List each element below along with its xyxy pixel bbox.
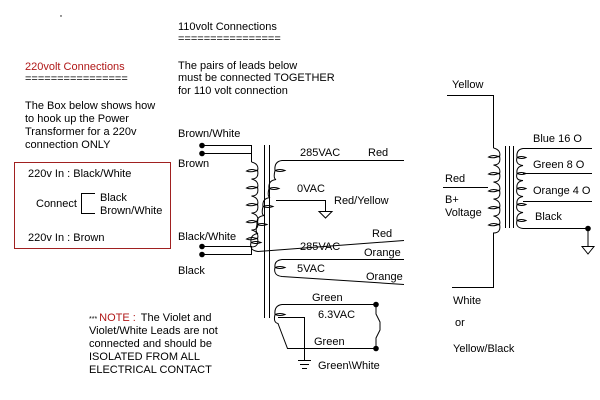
output-primary-coil	[452, 147, 501, 288]
tap-blue-16: Blue 16 O	[533, 133, 582, 145]
output-secondary-coil	[516, 148, 592, 246]
b-plus-label-2: Voltage	[445, 207, 482, 219]
note-line-2: Violet/White Leads are not	[89, 325, 218, 337]
rect-bottom-color: Orange	[366, 271, 403, 283]
bottom-lead-white: White	[453, 295, 481, 307]
fil-bottom-terminal	[373, 345, 379, 352]
note-line-1: *** NOTE : The Violet and	[89, 312, 212, 324]
lead-brown-label: Brown	[178, 158, 209, 170]
tap-green-8: Green 8 O	[533, 159, 585, 171]
fil-ground-icon	[298, 360, 311, 369]
brown-terminal	[199, 150, 205, 157]
connection-box: 220v In : Black/White Connect Black Brow…	[14, 162, 171, 249]
yellow-lead-label: Yellow	[452, 79, 483, 91]
note-text-1: The Violet and	[141, 312, 212, 324]
output-ground-icon	[580, 246, 596, 255]
hv-bottom-voltage: 285VAC	[300, 241, 340, 253]
lead-black-label: Black	[178, 265, 205, 277]
primary-winding	[199, 142, 259, 258]
bottom-lead-or: or	[455, 317, 465, 329]
yellow-wire	[447, 95, 494, 148]
tap-orange-4: Orange 4 O	[533, 185, 591, 197]
box-connect-label: Connect	[36, 198, 77, 210]
center-panel-desc-2: must be connected TOGETHER	[178, 72, 335, 84]
lead-black-white-label: Black/White	[178, 231, 236, 243]
left-panel-title: 220volt Connections	[25, 61, 125, 73]
center-tap-voltage: 0VAC	[297, 183, 325, 195]
black-white-terminal	[199, 243, 205, 250]
left-panel-desc-4: connection ONLY	[25, 139, 111, 151]
center-panel-desc-3: for 110 volt connection	[178, 85, 288, 97]
box-pair-brown-white: Brown/White	[100, 205, 162, 217]
rectifier-secondary: Orange 5VAC Orange	[274, 247, 405, 285]
filament-secondary: Green 6.3VAC Green Green\White	[273, 292, 381, 372]
center-panel-title: 110volt Connections	[178, 21, 277, 33]
power-transformer: Brown/White Brown Black/White Black 285V…	[178, 128, 405, 372]
note-line-5: ELECTRICAL CONTACT	[89, 364, 212, 376]
primary-coil	[245, 161, 259, 248]
left-panel-underline: ================	[25, 73, 128, 85]
left-panel: 220volt Connections ================ The…	[14, 61, 171, 249]
left-panel-desc-2: to hook up the Power	[25, 113, 129, 125]
bottom-lead-yellow-black: Yellow/Black	[453, 343, 515, 355]
center-panel-desc-1: The pairs of leads below	[178, 60, 297, 72]
b-plus-label-1: B+	[445, 194, 459, 206]
fil-coil	[273, 304, 376, 349]
hv-secondary: 285VAC Red 0VAC Red/Yellow Red 285VAC	[250, 147, 405, 253]
black-terminal-output	[585, 225, 591, 232]
note-line-4: ISOLATED FROM ALL	[89, 351, 200, 363]
box-connect-bracket	[81, 193, 95, 214]
black-wires	[202, 246, 252, 255]
center-tap-ground-icon	[317, 211, 334, 219]
black-terminal	[199, 251, 205, 258]
output-transformer: Yellow Red B+ Voltage Blue 16 O Green 8 …	[443, 79, 596, 355]
hv-top-voltage: 285VAC	[300, 147, 340, 159]
note-label: NOTE :	[99, 312, 136, 324]
brown-white-wire	[202, 145, 252, 162]
note-prefix: ***	[89, 316, 99, 323]
tap-black: Black	[535, 211, 562, 223]
center-tap-wire	[276, 200, 326, 211]
fil-ct-color: Green\White	[318, 360, 380, 372]
hv-top-color: Red	[368, 147, 388, 159]
fil-voltage: 6.3VAC	[318, 309, 355, 321]
note: *** NOTE : The Violet and Violet/White Le…	[89, 312, 218, 376]
left-panel-desc-1: The Box below shows how	[25, 100, 155, 112]
center-panel-underline: ================	[178, 33, 281, 45]
b-plus-color: Red	[445, 173, 465, 185]
fil-top-terminal	[373, 301, 379, 308]
center-tap-color: Red/Yellow	[334, 195, 389, 207]
hv-bottom-color: Red	[372, 228, 392, 240]
fil-top-color: Green	[312, 292, 343, 304]
lead-brown-white-label: Brown/White	[178, 128, 240, 140]
connection-box-border	[14, 162, 171, 249]
box-220v-in-brown: 220v In : Brown	[28, 232, 104, 244]
stray-dot	[60, 15, 62, 17]
hv-coil	[250, 160, 405, 253]
rect-top-color: Orange	[364, 247, 401, 259]
brown-white-terminal	[199, 142, 205, 149]
center-panel: 110volt Connections ================ The…	[178, 21, 335, 97]
rect-voltage: 5VAC	[297, 263, 325, 275]
left-panel-desc-3: Transformer for a 220v	[25, 126, 137, 138]
note-line-3: connected and should be	[89, 338, 212, 350]
rect-coil	[274, 259, 405, 285]
fil-ct-wire	[278, 317, 305, 360]
box-220v-in-black-white: 220v In : Black/White	[28, 168, 131, 180]
fil-bottom-color: Green	[314, 336, 345, 348]
box-pair-black: Black	[100, 192, 127, 204]
fil-jumper	[375, 304, 381, 349]
